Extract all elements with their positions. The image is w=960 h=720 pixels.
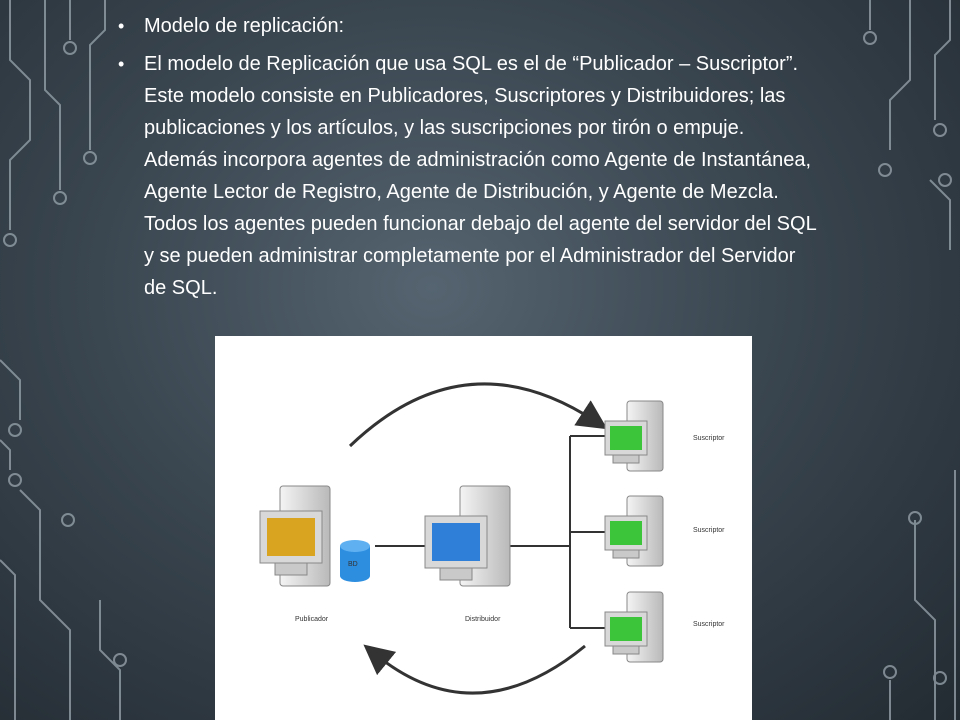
- monitor-icon: [604, 611, 648, 655]
- publisher-label: Publicador: [295, 616, 329, 623]
- monitor-icon: [604, 420, 648, 464]
- curved-arrow-icon: [363, 644, 586, 695]
- db-label: BD: [348, 561, 358, 568]
- subscriber-label: Suscriptor: [693, 621, 725, 628]
- bullet-body: • El modelo de Replicación que usa SQL e…: [118, 48, 818, 304]
- subscriber-node-1: Suscriptor: [604, 400, 725, 472]
- bullet-title: • Modelo de replicación:: [118, 10, 818, 42]
- subscriber-label: Suscriptor: [693, 527, 725, 534]
- bullet-list: • Modelo de replicación: • El modelo de …: [118, 10, 818, 310]
- bullet-dot: •: [118, 54, 125, 74]
- bullet-text: Modelo de replicación:: [144, 15, 345, 37]
- replication-diagram: BD Publicador Distribuidor Suscriptor: [215, 336, 752, 720]
- monitor-icon: [259, 510, 323, 576]
- distributor-node: Distribuidor: [424, 485, 511, 623]
- subscriber-label: Suscriptor: [693, 435, 725, 442]
- subscriber-node-3: Suscriptor: [604, 591, 725, 663]
- bullet-dot: •: [118, 16, 125, 36]
- bullet-text: El modelo de Replicación que usa SQL es …: [144, 53, 816, 299]
- publisher-node: BD Publicador: [259, 485, 370, 623]
- database-icon: BD: [340, 540, 370, 582]
- monitor-icon: [424, 515, 488, 581]
- monitor-icon: [604, 515, 648, 559]
- subscriber-node-2: Suscriptor: [604, 495, 725, 567]
- curved-arrow-icon: [348, 382, 608, 448]
- distributor-label: Distribuidor: [465, 616, 501, 623]
